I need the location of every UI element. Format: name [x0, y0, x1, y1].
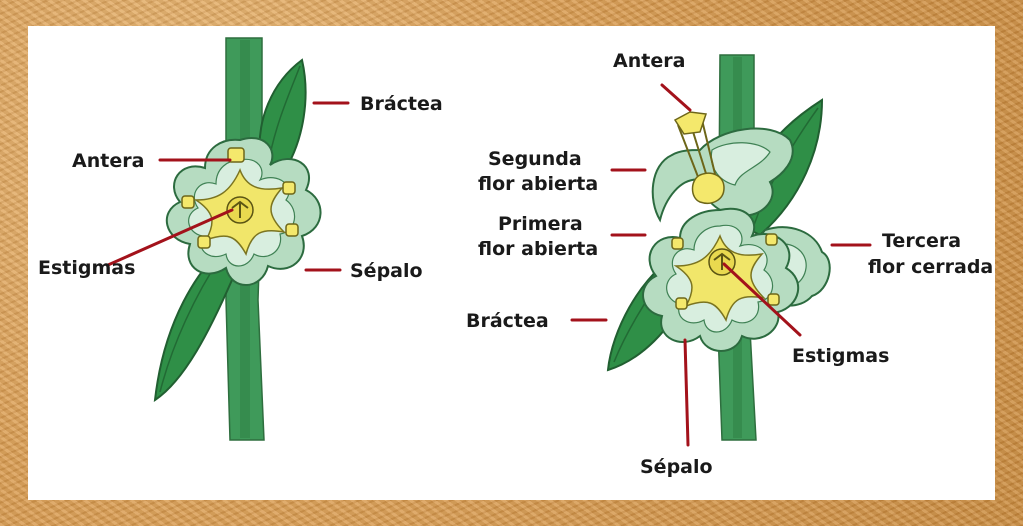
labels: Bráctea Antera Estigmas Sépalo Antera Se…: [38, 50, 993, 478]
label-bractea-right: Bráctea: [466, 310, 549, 332]
label-segunda-1: Segunda: [488, 148, 582, 170]
label-estigmas-left: Estigmas: [38, 257, 135, 279]
label-antera-right: Antera: [613, 50, 685, 72]
right-illustration: [608, 55, 830, 440]
label-sepalo-left: Sépalo: [350, 260, 423, 282]
label-tercera-1: Tercera: [882, 230, 961, 252]
label-sepalo-right: Sépalo: [640, 456, 713, 478]
label-tercera-2: flor cerrada: [868, 256, 993, 278]
label-estigmas-right: Estigmas: [792, 345, 889, 367]
label-antera-left: Antera: [72, 150, 144, 172]
label-segunda-2: flor abierta: [478, 173, 598, 195]
label-primera-1: Primera: [498, 213, 583, 235]
label-bractea-left: Bráctea: [360, 93, 443, 115]
label-primera-2: flor abierta: [478, 238, 598, 260]
left-illustration: [155, 38, 321, 440]
